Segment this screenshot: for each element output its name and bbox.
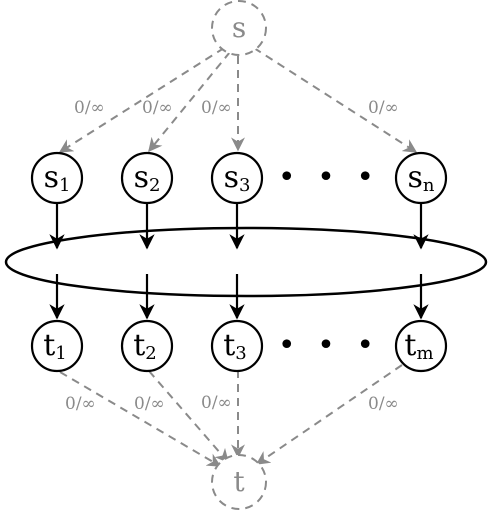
svg-text:t3: t3	[223, 328, 247, 364]
edge-s-s2	[148, 51, 231, 153]
source-nodes: s1 s2 s3 sn	[30, 151, 448, 205]
edge-label-t3-t: 0/∞	[201, 393, 232, 413]
source-node-s1-base: s	[44, 160, 59, 195]
edge-label-t1-t: 0/∞	[65, 394, 96, 414]
source-node-s1-sub: 1	[59, 175, 70, 196]
sink-node-t1: t1	[30, 319, 84, 373]
source-edges	[58, 47, 418, 153]
sink-ellipsis: • • •	[278, 328, 380, 363]
source-node-sn: sn	[394, 151, 448, 205]
svg-text:tm: tm	[404, 328, 433, 364]
sink-node-t3-sub: 3	[235, 343, 246, 364]
sink-node-t1-base: t	[43, 328, 55, 363]
edge-label-s-s2: 0/∞	[142, 98, 173, 118]
edge-t1-t	[59, 371, 222, 467]
sink-node-t2: t2	[120, 319, 174, 373]
source-node-s3-sub: 3	[239, 175, 250, 196]
sink-node-tm: tm	[394, 319, 448, 373]
source-node-s2-sub: 2	[149, 175, 160, 196]
edge-tm-t	[255, 364, 403, 465]
edge-label-t2-t: 0/∞	[134, 394, 165, 414]
sink-node-t3: t3	[210, 319, 264, 373]
super-sink-node: t	[211, 454, 267, 510]
super-source-label: s	[232, 11, 246, 44]
edge-s-s1	[58, 47, 225, 153]
sink-edges	[59, 364, 403, 467]
source-node-sn-base: s	[408, 160, 423, 195]
edge-label-s-sn: 0/∞	[368, 98, 399, 118]
network-ellipse	[4, 226, 488, 298]
sink-node-t3-base: t	[223, 328, 235, 363]
source-node-s2: s2	[120, 151, 174, 205]
edge-label-tm-t: 0/∞	[368, 394, 399, 414]
sink-node-tm-base: t	[404, 328, 416, 363]
sink-node-t1-sub: 1	[55, 343, 66, 364]
source-node-s2-base: s	[134, 160, 149, 195]
sink-node-t2-base: t	[133, 328, 145, 363]
edge-s-sn	[253, 47, 418, 153]
source-node-s3-base: s	[224, 160, 239, 195]
sink-node-tm-sub: m	[416, 343, 433, 364]
edge-label-s-s3: 0/∞	[201, 98, 232, 118]
edge-t2-t	[148, 370, 229, 464]
edge-label-s-s1: 0/∞	[74, 98, 105, 118]
source-node-s3: s3	[210, 151, 264, 205]
source-node-sn-sub: n	[423, 175, 435, 196]
source-ellipsis: • • •	[278, 160, 380, 195]
svg-text:s1: s1	[44, 160, 71, 196]
super-source-node: s	[211, 0, 267, 56]
source-node-s1: s1	[30, 151, 84, 205]
outflow-arrows	[49, 274, 429, 320]
edge-labels: 0/∞ 0/∞ 0/∞ 0/∞ 0/∞ 0/∞ 0/∞ 0/∞	[65, 98, 399, 414]
sink-nodes: t1 t2 t3 tm	[30, 319, 448, 373]
inflow-arrows	[49, 202, 429, 250]
svg-text:sn: sn	[408, 160, 435, 196]
svg-text:s2: s2	[134, 160, 161, 196]
svg-text:s3: s3	[224, 160, 251, 196]
svg-text:t1: t1	[43, 328, 67, 364]
sink-node-t2-sub: 2	[145, 343, 156, 364]
svg-text:t2: t2	[133, 328, 157, 364]
super-sink-label: t	[233, 465, 245, 498]
